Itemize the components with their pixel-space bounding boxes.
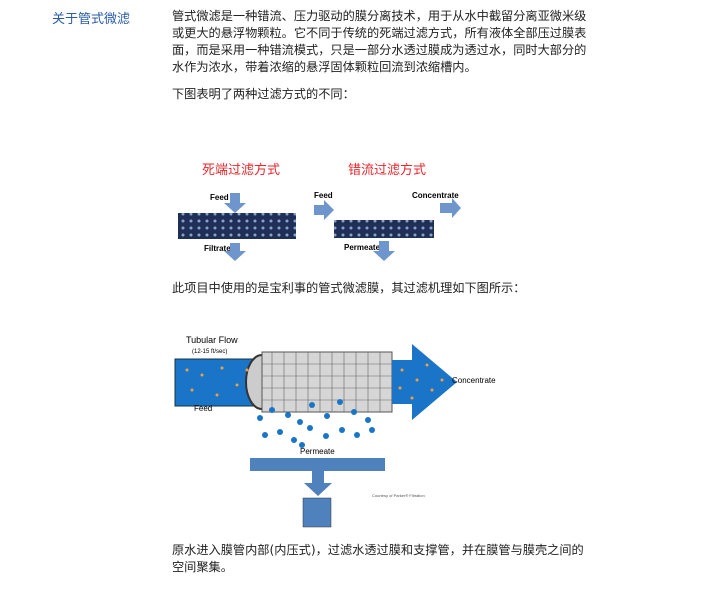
permeate-droplets [257,399,375,448]
svg-text:(12-15 ft/sec): (12-15 ft/sec) [192,349,227,355]
dead-end-title: 死端过滤方式 [202,162,280,177]
svg-text:Permeate: Permeate [344,243,381,252]
permeate-collector [250,458,385,471]
filtrate-arrow-icon [224,243,246,261]
figure2-caption: 此项目中使用的是宝利事的管式微滤膜，其过滤机理如下图所示： [172,281,526,295]
section-title: 关于管式微滤 [52,12,131,27]
membrane-tube [261,351,393,413]
svg-text:Courtesy of Parker® Filtration: Courtesy of Parker® Filtration [372,493,425,498]
down-arrow-icon [304,471,332,496]
figure1-caption: 下图表明了两种过滤方式的不同： [172,87,355,101]
tubular-microfiltration-figure: Tubular Flow (12-15 ft/sec) Concentrate … [174,335,496,528]
concentrate-arrow-icon [392,344,457,420]
svg-text:Tubular Flow: Tubular Flow [186,335,238,345]
intro-paragraph: 管式微滤是一种错流、压力驱动的膜分离技术，用于从水中截留分离亚微米级或更大的悬浮… [172,9,587,74]
permeate-tank [302,497,332,528]
svg-text:Permeate: Permeate [300,447,335,456]
concentrate-arrow-icon [440,198,461,218]
svg-text:Feed: Feed [314,191,333,200]
crossflow-feed-arrow-icon [314,200,334,220]
feed-arrow-icon [224,193,246,213]
outro-paragraph: 原水进入膜管内部(内压式)，过滤水透过膜和支撑管，并在膜管与膜壳之间的空间聚集。 [172,543,584,574]
permeate-arrow-icon [373,241,395,261]
svg-text:Feed: Feed [210,193,229,202]
svg-text:Concentrate: Concentrate [412,191,459,200]
crossflow-title: 错流过滤方式 [348,162,426,177]
svg-text:Feed: Feed [194,404,212,413]
svg-text:Filtrate: Filtrate [204,244,231,253]
svg-text:Concentrate: Concentrate [452,376,496,385]
filtration-comparison-figure: 死端过滤方式 错流过滤方式 Feed Filtrate Feed Concent… [178,162,461,261]
